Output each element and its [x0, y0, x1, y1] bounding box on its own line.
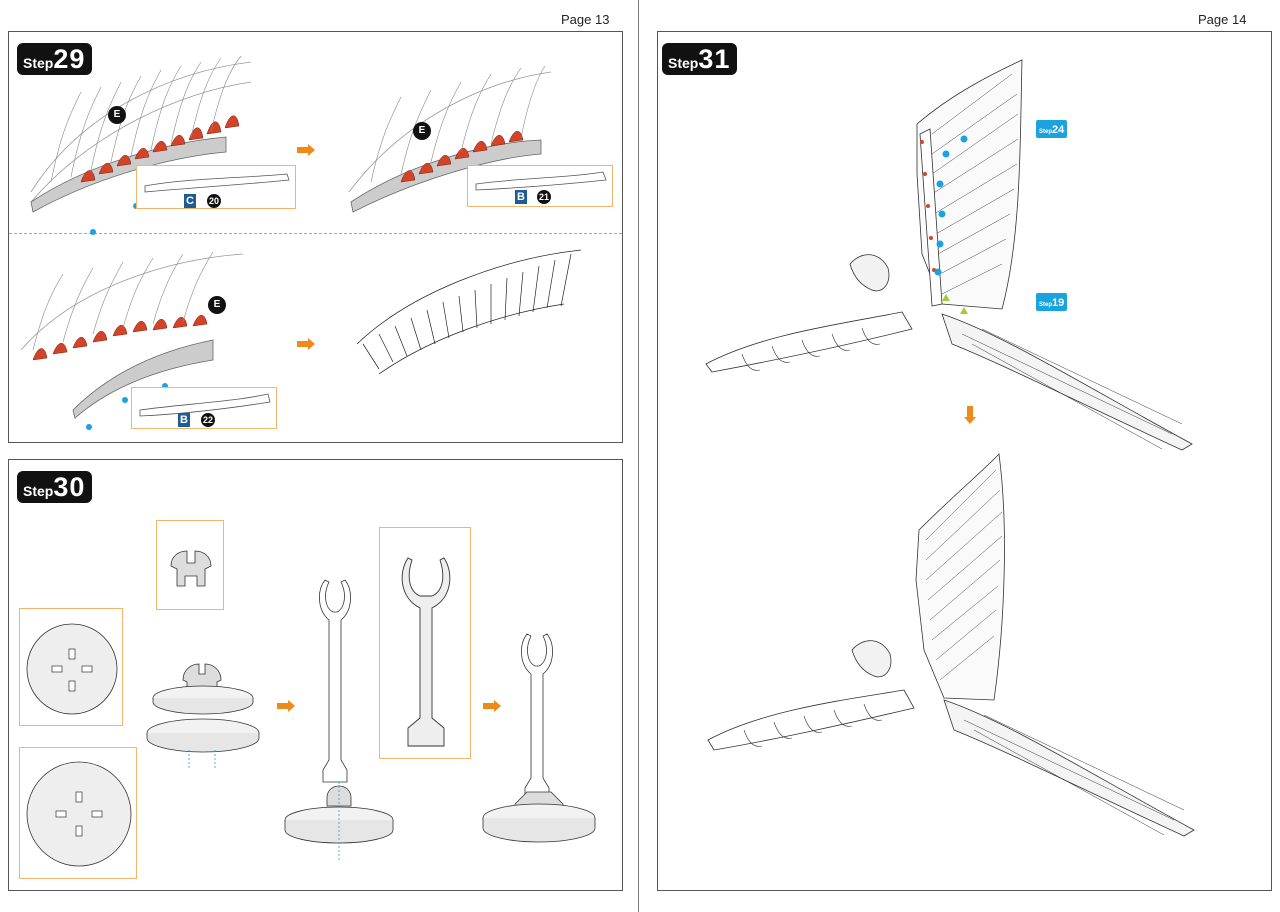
page-number-left: Page 13: [561, 12, 610, 27]
stand-exploded-illustration: [284, 579, 394, 860]
step-word: Step: [668, 55, 699, 71]
arrow-down-icon: [964, 406, 976, 424]
step29-panel: Step29 E: [8, 31, 623, 443]
completed-wing-illustration: [356, 249, 582, 375]
part-c-piece-illustration: [144, 173, 290, 193]
step31-panel: Step31 Step24: [657, 31, 1272, 891]
stand-assembled-illustration: [482, 633, 596, 843]
base-disc-top-callout: [19, 608, 123, 726]
arrow-right-icon: [297, 144, 315, 156]
page-number-right: Page 14: [1198, 12, 1247, 27]
step-word: Step: [1039, 302, 1053, 308]
step30-panel: Step30: [8, 459, 623, 891]
stand-piece-callout: [379, 527, 471, 759]
step24-reference-badge: Step24: [1036, 120, 1068, 138]
step29-callout-2: B 21: [467, 165, 613, 207]
part-b-piece-illustration: [139, 393, 271, 417]
part-e-label-2: E: [413, 122, 431, 140]
part-letter-c: C: [184, 194, 196, 208]
connector-piece-callout: [156, 520, 224, 610]
base-disc-illustration: [26, 623, 118, 715]
bird-assembled-illustration: [707, 453, 1195, 837]
part-number-21: 21: [537, 190, 551, 204]
step-number: 31: [698, 44, 731, 74]
part-letter-b: B: [515, 190, 527, 204]
step29-callout-1: C 20: [136, 165, 296, 209]
step-number: 29: [53, 44, 86, 74]
step-word: Step: [23, 55, 54, 71]
part-letter-b: B: [178, 413, 190, 427]
part-number-20: 20: [207, 194, 221, 208]
stand-piece-illustration: [401, 557, 451, 747]
step-word: Step: [23, 483, 54, 499]
base-disc-bottom-callout: [19, 747, 137, 879]
step31-badge: Step31: [662, 43, 738, 75]
step-word: Step: [1039, 129, 1053, 135]
part-b-piece-illustration: [475, 171, 607, 191]
part-e-label-3: E: [208, 296, 226, 314]
step19-reference-badge: Step19: [1036, 293, 1068, 311]
wing-assembly-2-illustration: [348, 65, 552, 213]
part-e-label-1: E: [108, 106, 126, 124]
base-disc-illustration: [26, 761, 132, 867]
arrow-right-icon: [483, 700, 501, 712]
step-number: 24: [1052, 124, 1065, 136]
page-gutter: [638, 0, 639, 912]
bird-wing-attach-illustration: [705, 59, 1193, 451]
wing-assembly-3-illustration: [20, 251, 244, 430]
wing-assembly-1-illustration: [30, 55, 252, 235]
step29-divider: [9, 233, 622, 234]
step29-badge: Step29: [17, 43, 93, 75]
step-number: 19: [1052, 297, 1065, 309]
step30-badge: Step30: [17, 471, 93, 503]
arrow-right-icon: [277, 700, 295, 712]
step-number: 30: [53, 472, 86, 502]
connector-piece-illustration: [170, 550, 212, 587]
base-exploded-illustration: [146, 663, 260, 770]
arrow-right-icon: [297, 338, 315, 350]
step29-callout-3: B 22: [131, 387, 277, 429]
part-number-22: 22: [201, 413, 215, 427]
